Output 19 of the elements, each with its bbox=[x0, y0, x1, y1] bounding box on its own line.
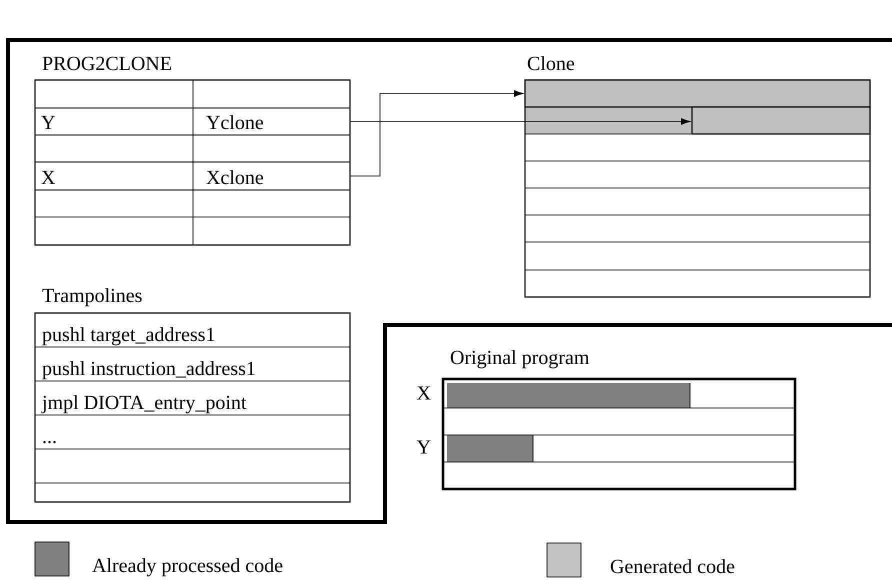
arrow bbox=[350, 118, 690, 125]
node-label: Trampolines bbox=[42, 288, 142, 306]
node-label: Original program bbox=[450, 350, 590, 368]
code-line: pushl target_address1 bbox=[42, 327, 214, 346]
node-label: Clone bbox=[528, 56, 574, 70]
row-label: X bbox=[417, 386, 431, 400]
code-line: jmpl DIOTA_entry_point bbox=[41, 395, 246, 414]
table: Original program bbox=[442, 350, 796, 490]
table-row: X Xclone bbox=[34, 162, 350, 190]
shaded-row bbox=[691, 106, 871, 135]
code-line: ... bbox=[43, 440, 56, 444]
legend-text: Already processed code bbox=[92, 558, 282, 576]
legend-text: Generated code bbox=[610, 559, 734, 574]
arrow bbox=[350, 90, 524, 176]
node-label: PROG2CLONE bbox=[42, 56, 171, 70]
code-line: pushl instruction_address1 bbox=[42, 361, 255, 380]
row-label: Y bbox=[416, 440, 430, 454]
shaded-row bbox=[524, 79, 871, 108]
table-row: Y Yclone bbox=[34, 108, 350, 136]
